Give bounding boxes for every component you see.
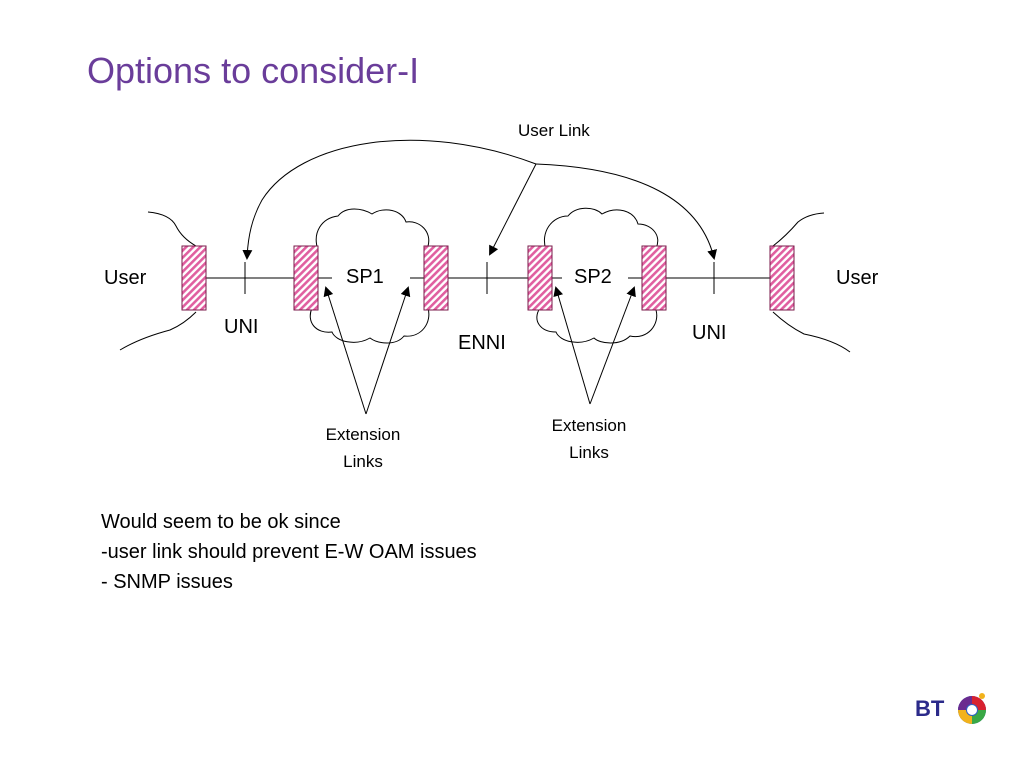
- port-user-right: [769, 245, 795, 311]
- sp2-label: SP2: [574, 266, 612, 288]
- user-left-network-boundary-lower: [119, 311, 197, 351]
- user-link-arrow-left: [242, 139, 537, 260]
- bt-logo: BT: [912, 688, 992, 730]
- enni-label: ENNI: [458, 332, 506, 354]
- user-right-network-boundary: [772, 212, 825, 247]
- uni-right-label: UNI: [692, 322, 726, 344]
- port-sp1-right: [423, 245, 449, 311]
- sp1-label: SP1: [346, 266, 384, 288]
- uni-left-label: UNI: [224, 316, 258, 338]
- user-left-network-boundary: [147, 211, 197, 247]
- user-left-label: User: [104, 267, 147, 289]
- user-link-label: User Link: [518, 121, 590, 140]
- user-link-arrow-center: [489, 163, 537, 256]
- notes-text: Would seem to be ok since -user link sho…: [101, 507, 477, 597]
- extension-links-left-line1: Extension: [326, 425, 401, 444]
- notes-line: -user link should prevent E-W OAM issues: [101, 541, 477, 563]
- extension-link-sp2-arrow-a: [553, 286, 591, 405]
- port-sp2-left: [527, 245, 553, 311]
- sp2-cloud: [536, 207, 659, 344]
- extension-links-right-line2: Links: [569, 443, 609, 462]
- slide-title: Options to consider-I: [87, 50, 420, 91]
- notes-line: Would seem to be ok since: [101, 511, 341, 533]
- bt-piper-icon: [958, 693, 986, 724]
- user-right-network-boundary-lower: [772, 311, 851, 353]
- port-sp2-right: [641, 245, 667, 311]
- extension-link-sp1-arrow-a: [323, 286, 367, 415]
- user-link-arrow-right: [535, 163, 717, 260]
- notes-line: - SNMP issues: [101, 571, 233, 593]
- user-right-label: User: [836, 267, 879, 289]
- bt-logo-text: BT: [915, 696, 945, 721]
- extension-links-right-line1: Extension: [552, 416, 627, 435]
- extension-link-sp2-arrow-b: [589, 286, 636, 405]
- extension-link-sp1-arrow-b: [365, 286, 411, 415]
- extension-links-left-line2: Links: [343, 452, 383, 471]
- port-user-left: [181, 245, 207, 311]
- sp1-cloud: [309, 208, 430, 344]
- port-sp1-left: [293, 245, 319, 311]
